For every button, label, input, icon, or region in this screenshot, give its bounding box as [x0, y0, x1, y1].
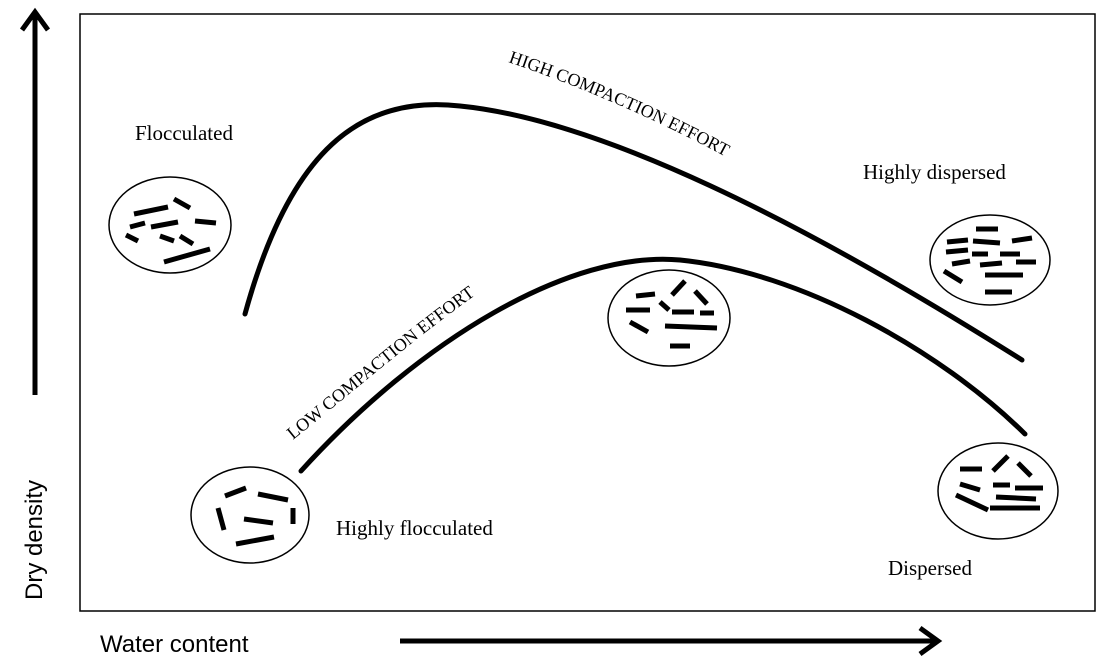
platelet — [129, 220, 146, 230]
optimum-particle-structure — [607, 269, 731, 367]
x-axis-label: Water content — [100, 631, 249, 658]
platelet — [235, 534, 275, 547]
plot-frame — [79, 13, 1096, 612]
platelet — [257, 491, 289, 503]
platelet — [991, 454, 1010, 473]
platelet — [178, 233, 195, 247]
x-axis-arrow — [400, 625, 943, 657]
platelet — [628, 319, 650, 335]
platelet — [133, 204, 169, 217]
platelet — [243, 516, 274, 526]
flocculated-label: Flocculated — [135, 121, 233, 145]
highly-flocculated-label: Highly flocculated — [336, 516, 493, 540]
platelet — [163, 246, 211, 265]
highly-flocculated-particle-circle — [190, 466, 310, 564]
platelet — [124, 232, 140, 244]
platelet — [150, 219, 179, 230]
platelet — [224, 485, 247, 499]
platelet — [979, 260, 1003, 268]
platelet — [635, 291, 656, 299]
platelet — [995, 494, 1037, 502]
platelet — [658, 300, 671, 312]
platelet — [1016, 461, 1033, 478]
highly-dispersed-label: Highly dispersed — [863, 160, 1006, 184]
platelet — [946, 237, 969, 245]
dispersed-particle-circle — [937, 442, 1059, 540]
platelet — [1011, 235, 1033, 244]
flocculated-particle-structure — [108, 176, 232, 274]
high-curve-label: HIGH COMPACTION EFFORT — [507, 47, 733, 160]
highly-flocculated-particle-structure — [190, 466, 310, 564]
dispersed-particle-structure — [937, 442, 1059, 540]
platelet — [942, 268, 964, 285]
y-axis-arrow — [19, 7, 51, 395]
optimum-particle-circle — [607, 269, 731, 367]
platelet — [693, 289, 709, 306]
low-compaction-curve — [298, 256, 1028, 474]
platelet — [951, 258, 971, 267]
platelet — [159, 233, 175, 244]
platelet — [172, 196, 192, 211]
low-curve-label: LOW COMPACTION EFFORT — [283, 282, 478, 443]
platelet — [215, 507, 227, 531]
platelet — [954, 492, 990, 513]
dispersed-label: Dispersed — [888, 556, 972, 580]
y-axis-label: Dry density — [21, 480, 48, 600]
low-curve-label-path: LOW COMPACTION EFFORT — [283, 282, 478, 443]
high-compaction-curve — [242, 102, 1025, 363]
high-curve-label-path: HIGH COMPACTION EFFORT — [507, 47, 733, 160]
platelet — [972, 238, 1001, 246]
platelet — [959, 481, 981, 493]
platelet — [664, 323, 718, 331]
highly-dispersed-particle-structure — [929, 214, 1051, 306]
platelet — [194, 218, 217, 226]
platelet — [670, 279, 687, 297]
platelet — [945, 247, 969, 255]
